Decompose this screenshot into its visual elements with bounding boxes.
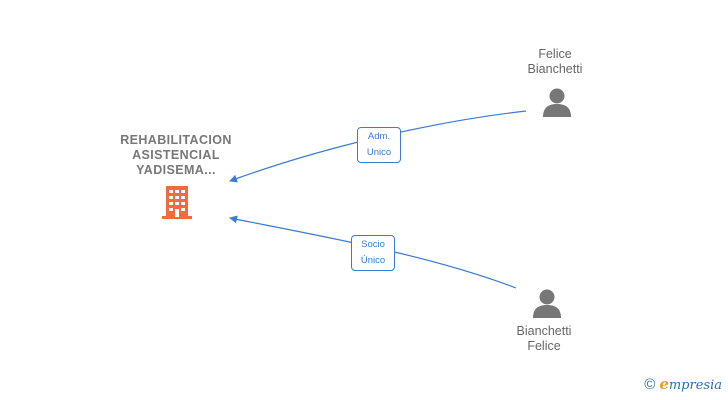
person-1-name-line-1: Felice — [538, 47, 572, 61]
person-icon[interactable] — [541, 86, 573, 118]
person-2-name-line-2: Felice — [527, 339, 561, 353]
brand-logo-initial: e — [659, 375, 669, 393]
copyright-icon: © — [644, 376, 656, 393]
edge-label-2-line-1: Socio — [361, 239, 385, 250]
company-name-line-1: REHABILITACION — [120, 133, 232, 147]
edge-label-1-line-1: Adm. — [367, 131, 391, 142]
brand-logo[interactable]: empresia — [659, 375, 722, 395]
person-1-name[interactable]: Felice Bianchetti — [495, 47, 615, 77]
company-name-line-2: ASISTENCIAL — [132, 148, 220, 162]
person-1-name-line-2: Bianchetti — [527, 62, 583, 76]
person-icon[interactable] — [531, 287, 563, 319]
footer-brand: © empresia — [644, 375, 722, 395]
person-2-name-line-1: Bianchetti — [516, 324, 572, 338]
edge-label-1-line-2: Unico — [366, 147, 392, 158]
edge-label-2-line-2: Único — [360, 255, 386, 266]
edge-label-adm-unico[interactable]: Adm. Unico — [357, 127, 401, 163]
brand-logo-text: mpresia — [668, 378, 722, 393]
building-icon[interactable] — [160, 184, 194, 220]
person-2-name[interactable]: Bianchetti Felice — [484, 324, 604, 354]
company-name[interactable]: REHABILITACION ASISTENCIAL YADISEMA... — [96, 133, 256, 178]
edge-label-socio-unico[interactable]: Socio Único — [351, 235, 395, 271]
company-name-line-3: YADISEMA... — [136, 163, 216, 177]
